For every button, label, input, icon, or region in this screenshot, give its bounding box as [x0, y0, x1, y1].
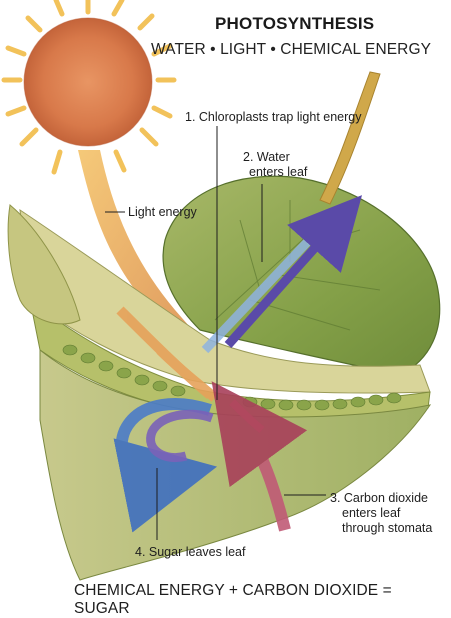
diagram-subtitle: WATER • LIGHT • CHEMICAL ENERGY	[151, 41, 431, 59]
label-step-3-line-1: 3. Carbon dioxide	[330, 491, 432, 506]
label-step-3-line-2: enters leaf	[330, 506, 432, 521]
diagram-title: PHOTOSYNTHESIS	[215, 14, 374, 34]
leaf-stem	[320, 72, 380, 204]
label-step-1: 1. Chloroplasts trap light energy	[185, 110, 361, 125]
label-step-2-line-1: 2. Water	[243, 150, 307, 165]
label-step-4: 4. Sugar leaves leaf	[135, 545, 246, 560]
equation-footer: CHEMICAL ENERGY + CARBON DIOXIDE = SUGAR	[74, 582, 451, 618]
label-step-3: 3. Carbon dioxide enters leaf through st…	[330, 491, 432, 536]
label-step-2-line-2: enters leaf	[243, 165, 307, 180]
sun-graphic	[4, 0, 174, 172]
label-step-3-line-3: through stomata	[330, 521, 432, 536]
label-light-energy: Light energy	[128, 205, 197, 220]
label-step-2: 2. Water enters leaf	[243, 150, 307, 180]
